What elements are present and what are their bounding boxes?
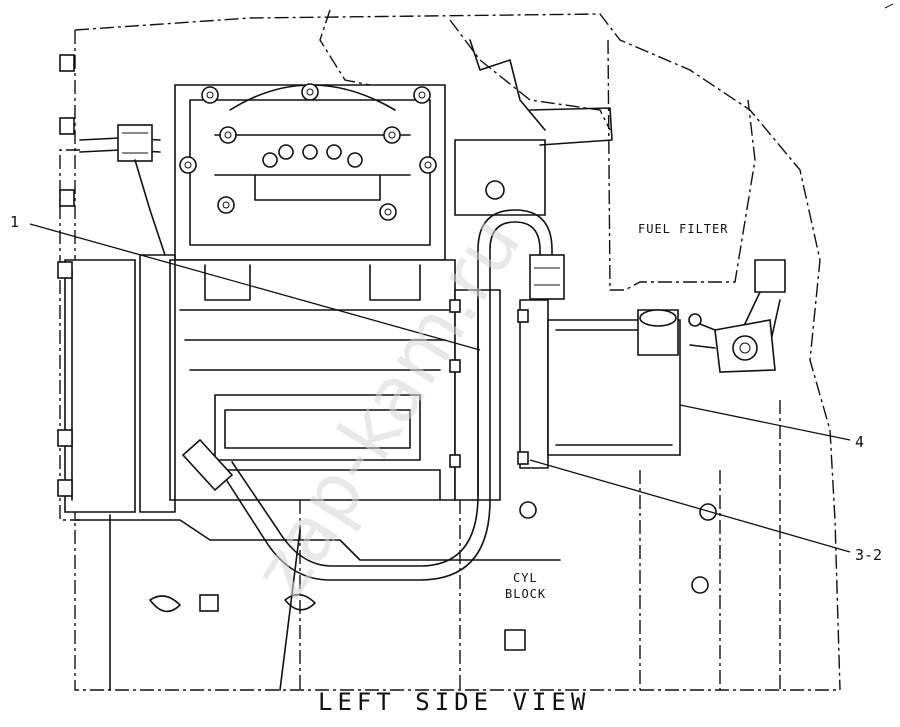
callout-4: 4 — [855, 433, 865, 451]
hex-nut-icon — [59, 189, 75, 207]
callout-1: 1 — [10, 213, 20, 231]
bolt-icon — [219, 126, 237, 144]
view-caption: LEFT SIDE VIEW — [318, 688, 591, 716]
hex-nut-icon — [59, 54, 75, 72]
bolt-icon — [449, 359, 461, 373]
bolt-icon — [217, 196, 235, 214]
bolt-icon — [413, 86, 431, 104]
bolt-icon — [691, 576, 709, 594]
hex-nut-icon — [57, 429, 73, 447]
hex-nut-icon — [485, 180, 505, 200]
bolt-icon — [419, 156, 437, 174]
mounting-plate — [57, 54, 176, 513]
governor-box — [547, 309, 681, 456]
bolt-icon — [278, 144, 294, 160]
scan-artifact — [884, 3, 894, 9]
fitting-icon — [637, 309, 679, 356]
lower-block — [74, 501, 717, 691]
hex-nut-icon — [59, 117, 75, 135]
head-bolts — [179, 83, 437, 221]
hex-nut-icon — [57, 479, 73, 497]
bolt-icon — [301, 83, 319, 101]
leader-4 — [679, 404, 851, 441]
bolt-icon — [347, 152, 363, 168]
bolt-icon — [449, 454, 461, 468]
cyl-block-label-line1: CYL — [513, 571, 538, 585]
upper-bracket-phantom — [319, 9, 611, 131]
bolt-icon — [517, 451, 529, 465]
fitting-icon — [117, 124, 153, 162]
fuel-filter-phantom — [607, 39, 756, 291]
fitting-icon — [181, 438, 234, 492]
u-tube — [181, 209, 565, 581]
hex-nut-icon — [199, 594, 219, 612]
leader-1 — [29, 223, 481, 351]
bolt-icon — [326, 144, 342, 160]
callout-3-2: 3-2 — [855, 546, 883, 564]
sensor-icon — [688, 259, 786, 373]
bolt-icon — [201, 86, 219, 104]
bolt-icon — [519, 501, 537, 519]
bolt-icon — [379, 203, 397, 221]
valve-block — [454, 39, 613, 216]
fitting-icon — [529, 254, 565, 300]
hex-nut-icon — [57, 261, 73, 279]
bolt-icon — [449, 299, 461, 313]
air-line-top — [79, 124, 166, 256]
leader-3-2 — [529, 459, 851, 553]
bolt-icon — [699, 503, 717, 521]
bolt-icon — [179, 156, 197, 174]
bolt-icon — [517, 309, 529, 323]
bolt-icon — [262, 152, 278, 168]
compressor-head — [174, 84, 446, 261]
cyl-block-label-line2: BLOCK — [505, 587, 547, 601]
bolt-icon — [302, 144, 318, 160]
fuel-filter-label: FUEL FILTER — [638, 222, 729, 236]
bolt-icon — [383, 126, 401, 144]
coupling-flange — [449, 289, 549, 501]
engine-outline-phantom — [74, 13, 841, 691]
